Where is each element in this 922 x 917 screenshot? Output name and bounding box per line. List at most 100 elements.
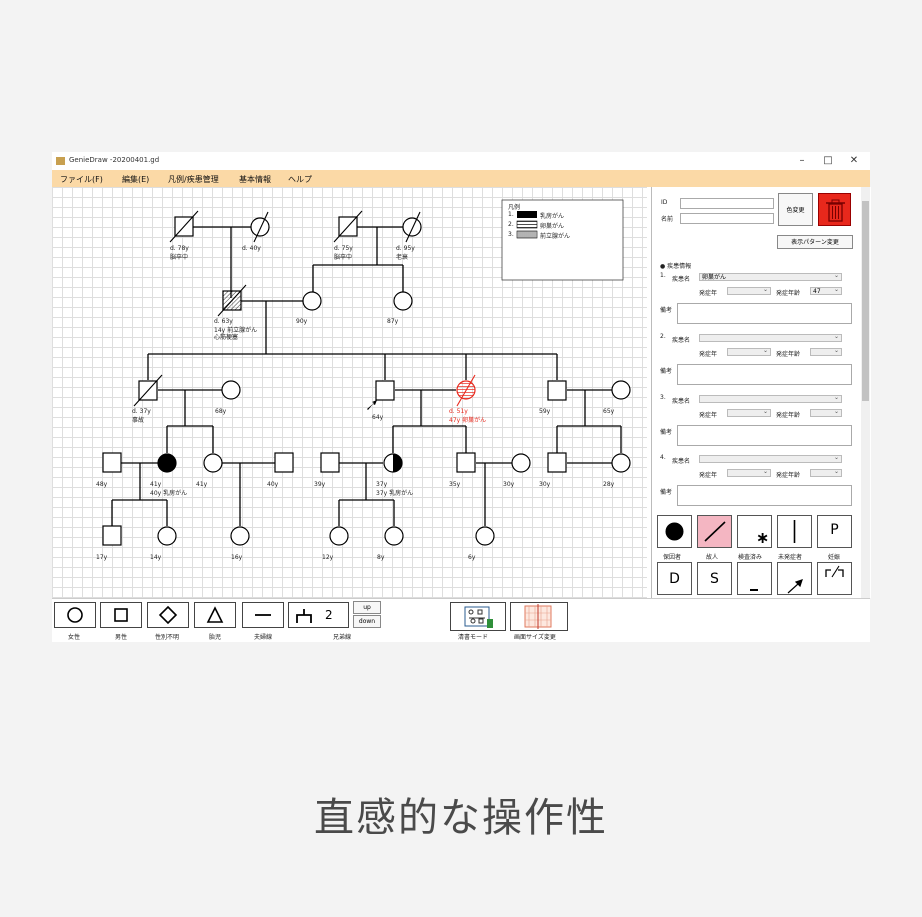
- onset-year-select[interactable]: [727, 408, 771, 417]
- onset-year-select[interactable]: [727, 286, 771, 295]
- legend-label-2: 卵巣がん: [540, 223, 565, 230]
- onset-year-label: 発症年: [699, 351, 718, 358]
- remarks-input[interactable]: [677, 303, 852, 324]
- pedigree-diagram: [102, 199, 631, 546]
- legend-num-3: 3.: [508, 231, 514, 238]
- display-pattern-button[interactable]: 表示パターン変更: [777, 235, 853, 249]
- person-label: 30y: [539, 481, 551, 488]
- person-label: 39y: [314, 481, 326, 488]
- symbol-caption: 検査済み: [738, 554, 763, 561]
- onset-age-select[interactable]: [810, 347, 842, 356]
- minimize-button[interactable]: –: [799, 155, 805, 166]
- panel-scrollbar[interactable]: [861, 187, 870, 598]
- sibling-line-icon: [296, 609, 312, 623]
- disease-select[interactable]: [699, 394, 842, 403]
- unaffected-symbol-button[interactable]: [777, 515, 812, 548]
- menu-edit[interactable]: 編集(E): [122, 175, 150, 184]
- entry-number: 3.: [660, 394, 666, 401]
- resize-button[interactable]: [510, 602, 568, 631]
- asterisk-icon: ∗: [756, 528, 770, 547]
- remarks-input[interactable]: [677, 364, 852, 385]
- entry-number: 1.: [660, 272, 666, 279]
- onset-age-select[interactable]: [810, 408, 842, 417]
- clean-mode-caption: 清書モード: [458, 634, 489, 641]
- down-button[interactable]: down: [353, 615, 381, 628]
- onset-year-select[interactable]: [727, 347, 771, 356]
- d-symbol-button[interactable]: D: [657, 562, 692, 595]
- person-label: 心筋梗塞: [214, 334, 239, 341]
- menu-basic-info[interactable]: 基本情報: [239, 175, 271, 184]
- clean-mode-button[interactable]: [450, 602, 506, 631]
- change-color-button[interactable]: 色変更: [778, 193, 813, 226]
- menu-legend-disease[interactable]: 凡例/疾患管理: [168, 175, 219, 184]
- sibling-line-button[interactable]: 2: [288, 602, 349, 628]
- male-button[interactable]: [100, 602, 142, 628]
- remarks-input[interactable]: [677, 425, 852, 446]
- fetus-button[interactable]: [194, 602, 236, 628]
- menu-file[interactable]: ファイル(F): [60, 175, 103, 184]
- pregnancy-symbol-button[interactable]: P: [817, 515, 852, 548]
- person-label: 14y: [150, 554, 162, 561]
- disease-name-label: 疾患名: [672, 276, 691, 283]
- disease-name-label: 疾患名: [672, 398, 691, 405]
- d-letter-icon: D: [669, 571, 680, 587]
- disease-select[interactable]: 卵巣がん: [699, 272, 842, 281]
- bracket-symbol-button[interactable]: [817, 562, 852, 595]
- symbol-caption: 保因者: [663, 554, 682, 561]
- maximize-button[interactable]: □: [823, 155, 833, 166]
- person-label: 16y: [231, 554, 243, 561]
- disease-name-label: 疾患名: [672, 458, 691, 465]
- resize-caption: 画面サイズ変更: [514, 634, 556, 641]
- s-letter-icon: S: [710, 571, 719, 587]
- triangle-icon: [206, 606, 224, 623]
- close-button[interactable]: ✕: [849, 155, 859, 166]
- deceased-symbol-button[interactable]: [697, 515, 732, 548]
- entry-number: 4.: [660, 454, 666, 461]
- s-symbol-button[interactable]: S: [697, 562, 732, 595]
- proband-symbol-button[interactable]: [777, 562, 812, 595]
- female-button[interactable]: [54, 602, 96, 628]
- person-label: 12y: [322, 554, 334, 561]
- scrollbar-thumb[interactable]: [862, 201, 869, 401]
- diamond-icon: [158, 605, 178, 625]
- onset-age-label: 発症年齢: [776, 290, 801, 297]
- tested-symbol-button[interactable]: ∗: [737, 515, 772, 548]
- onset-year-select[interactable]: [727, 468, 771, 477]
- name-input[interactable]: [680, 213, 774, 224]
- person-label: d. 51y: [449, 408, 468, 415]
- remarks-label: 備考: [660, 429, 673, 436]
- up-button[interactable]: up: [353, 601, 381, 614]
- entry-number: 2.: [660, 333, 666, 340]
- window-title: GenieDraw -20200401.gd: [69, 156, 160, 164]
- disease-select[interactable]: [699, 333, 842, 342]
- person-label: 87y: [387, 318, 399, 325]
- unknown-sex-button[interactable]: [147, 602, 189, 628]
- pedigree-canvas[interactable]: 凡例 1. 乳房がん 2. 卵巣がん 3. 前立腺がん d. 78y 脳卒中 d…: [52, 187, 647, 598]
- symbol-caption: 妊娠: [828, 554, 841, 561]
- person-label: 脳卒中: [170, 254, 189, 261]
- properties-panel: ID 名前 色変更 表示パターン変更 ● 疾患情報 1. 疾患名 卵巣がん 発症…: [651, 187, 871, 598]
- onset-age-select[interactable]: 47: [810, 286, 842, 295]
- person-label: 老衰: [396, 254, 409, 261]
- legend-label-3: 前立腺がん: [540, 233, 571, 240]
- person-label: 64y: [372, 414, 384, 421]
- onset-year-label: 発症年: [699, 290, 718, 297]
- fetus-caption: 胎児: [209, 634, 222, 641]
- dash-symbol-button[interactable]: [737, 562, 772, 595]
- couple-line-button[interactable]: [242, 602, 284, 628]
- id-input[interactable]: [680, 198, 774, 209]
- slash-icon: [704, 521, 726, 542]
- person-label: d. 75y: [334, 245, 353, 252]
- disease-select[interactable]: [699, 454, 842, 463]
- person-label: 41y: [196, 481, 208, 488]
- app-window: GenieDraw -20200401.gd – □ ✕ ファイル(F) 編集(…: [52, 152, 871, 642]
- name-label: 名前: [661, 216, 674, 223]
- menu-help[interactable]: ヘルプ: [288, 175, 312, 184]
- legend-num-1: 1.: [508, 211, 514, 218]
- remarks-input[interactable]: [677, 485, 852, 506]
- delete-button[interactable]: [818, 193, 851, 226]
- carrier-symbol-button[interactable]: [657, 515, 692, 548]
- onset-age-select[interactable]: [810, 468, 842, 477]
- horizontal-line-icon: [255, 614, 271, 616]
- remarks-label: 備考: [660, 489, 673, 496]
